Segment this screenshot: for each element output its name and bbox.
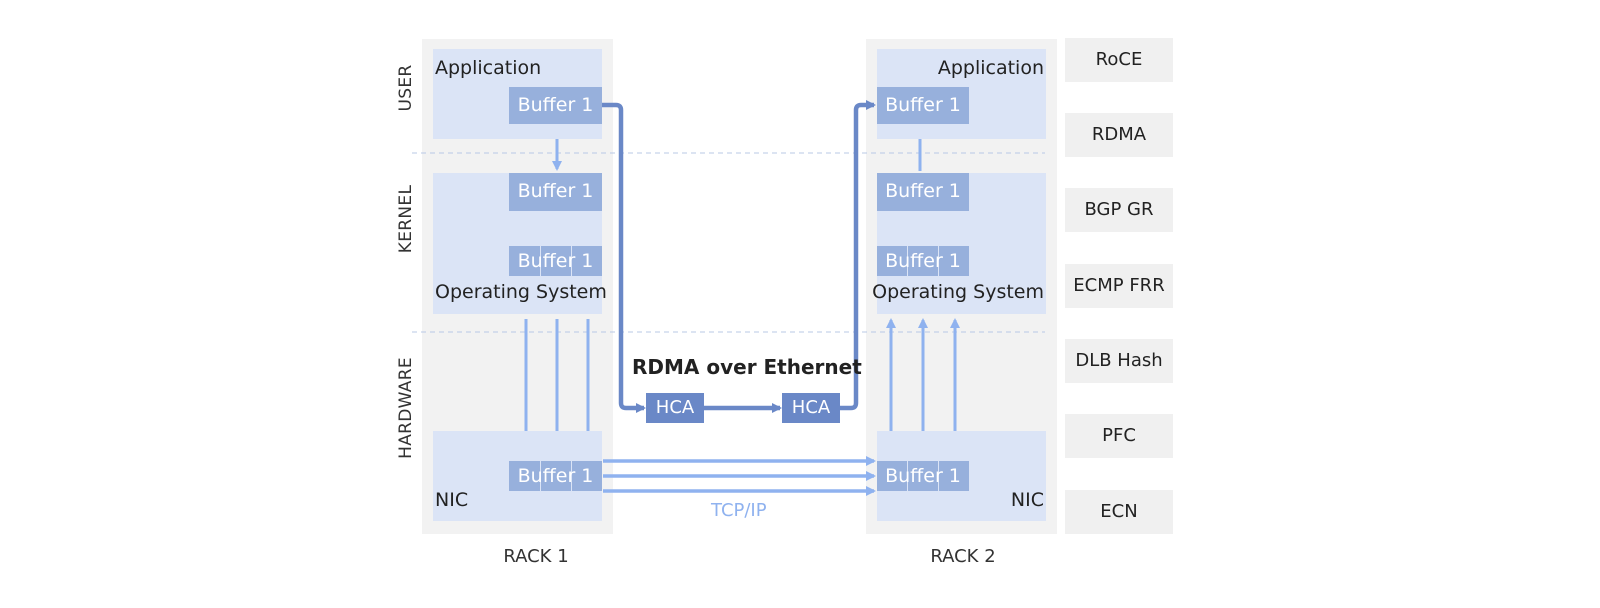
tcp-ip-label: TCP/IP xyxy=(711,500,767,521)
rack1-segmented-buffer-label: Buffer 1 xyxy=(517,250,594,272)
protocol-ecn: ECN xyxy=(1065,490,1173,534)
rack1-os-panel: Buffer 1 Buffer 1 Operating System xyxy=(433,173,607,314)
rack2-nic-buffer: Buffer 1 xyxy=(877,461,969,491)
rack1-label: RACK 1 xyxy=(503,546,569,567)
protocol-pfc: PFC xyxy=(1065,414,1173,458)
layer-label-user: USER xyxy=(396,64,416,112)
rack2-label: RACK 2 xyxy=(930,546,996,567)
rack2-kernel-buffer: Buffer 1 xyxy=(877,173,969,211)
rack1-os-label: Operating System xyxy=(435,281,607,303)
rdma-title: RDMA over Ethernet xyxy=(632,355,862,379)
protocol-rdma: RDMA xyxy=(1065,113,1173,157)
rack1-nic-buffer: Buffer 1 xyxy=(509,461,602,491)
rack2-user-buffer: Buffer 1 xyxy=(877,87,969,124)
rack2-nic-panel: Buffer 1 NIC xyxy=(877,431,1046,521)
layer-label-hardware: HARDWARE xyxy=(396,357,416,459)
protocol-dlb-hash: DLB Hash xyxy=(1065,339,1173,383)
rack2-segmented-buffer-label: Buffer 1 xyxy=(885,250,961,272)
rack1-application-panel: Application Buffer 1 xyxy=(433,49,602,139)
protocol-bgp-gr: BGP GR xyxy=(1065,188,1173,232)
rack1-kernel-buffer: Buffer 1 xyxy=(509,173,602,211)
rack1-segmented-buffer: Buffer 1 xyxy=(509,246,602,276)
hca-right: HCA xyxy=(782,393,840,423)
rack2-nic-buffer-label: Buffer 1 xyxy=(885,465,961,487)
rack2-application-panel: Application Buffer 1 xyxy=(877,49,1046,139)
rack1-user-buffer: Buffer 1 xyxy=(509,87,602,124)
rack2-nic-label: NIC xyxy=(1010,489,1044,511)
protocol-roce: RoCE xyxy=(1065,38,1173,82)
protocol-ecmp-frr: ECMP FRR xyxy=(1065,264,1173,308)
rdma-path-right xyxy=(840,100,876,411)
rack1-nic-panel: Buffer 1 NIC xyxy=(433,431,602,521)
rack2-application-label: Application xyxy=(937,57,1044,79)
rack2-os-panel: Buffer 1 Buffer 1 Operating System xyxy=(872,173,1046,314)
rack1-application-label: Application xyxy=(435,57,542,79)
rack2-os-label: Operating System xyxy=(872,281,1044,303)
rack2-segmented-buffer: Buffer 1 xyxy=(877,246,969,276)
hca-left: HCA xyxy=(646,393,704,423)
rdma-path-left xyxy=(602,102,646,413)
layer-label-kernel: KERNEL xyxy=(396,184,416,254)
rack1-nic-label: NIC xyxy=(435,489,469,511)
rack1-nic-buffer-label: Buffer 1 xyxy=(517,465,594,487)
